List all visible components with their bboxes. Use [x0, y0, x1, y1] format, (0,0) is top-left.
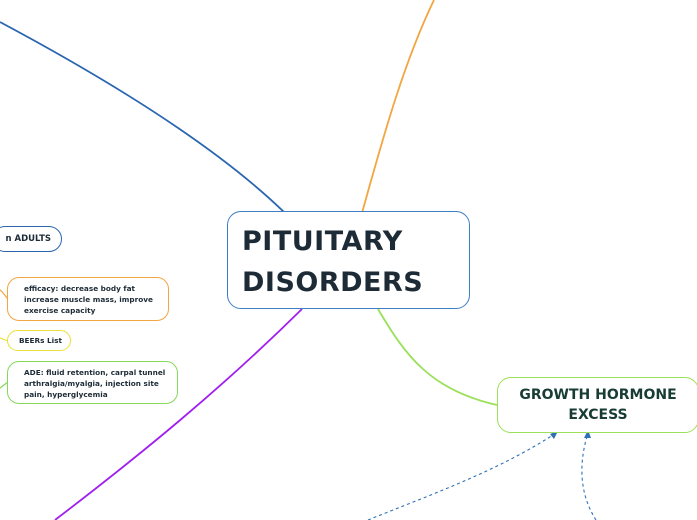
ade-line-3: pain, hyperglycemia: [24, 390, 108, 399]
efficacy-node[interactable]: efficacy: decrease body fat increase mus…: [7, 277, 169, 321]
adults-node-label: n ADULTS: [5, 234, 51, 244]
branch-orange: [361, 0, 435, 214]
dashed-connector-right: [581, 432, 597, 520]
branch-purple: [54, 308, 303, 520]
central-topic-line-2: DISORDERS: [242, 267, 424, 298]
ade-line-2: arthralgia/myalgia, injection site: [24, 379, 159, 388]
dashed-connector-left: [367, 432, 557, 520]
efficacy-line-2: increase muscle mass, improve: [24, 295, 153, 304]
ade-line-1: ADE: fluid retention, carpal tunnel: [24, 368, 166, 377]
efficacy-line-1: efficacy: decrease body fat: [24, 284, 136, 293]
growth-hormone-excess-line-2: EXCESS: [568, 407, 628, 423]
beers-list-node[interactable]: BEERs List: [7, 330, 71, 351]
central-topic-line-1: PITUITARY: [242, 226, 403, 257]
dashed-arrowhead-right: [584, 430, 591, 438]
adults-node[interactable]: n ADULTS: [0, 226, 62, 252]
beers-list-label: BEERs List: [19, 336, 63, 345]
growth-hormone-excess-node[interactable]: GROWTH HORMONE EXCESS: [497, 377, 697, 433]
growth-hormone-excess-line-1: GROWTH HORMONE: [519, 387, 677, 403]
dashed-arrowhead-left: [550, 431, 558, 439]
branch-blue: [0, 21, 286, 214]
ade-node[interactable]: ADE: fluid retention, carpal tunnel arth…: [7, 361, 178, 404]
branch-green: [377, 308, 498, 406]
central-topic-node[interactable]: PITUITARY DISORDERS: [227, 211, 470, 309]
efficacy-line-3: exercise capacity: [24, 306, 96, 315]
